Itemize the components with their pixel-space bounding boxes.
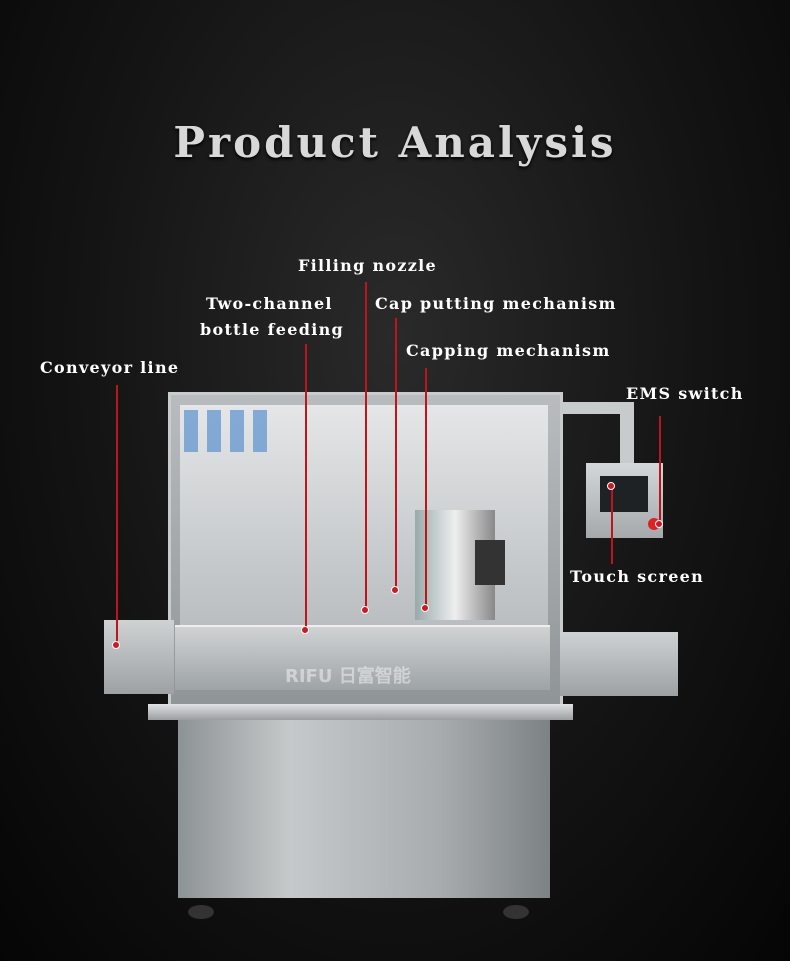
label-two-channel-line2: bottle feeding	[200, 320, 344, 339]
label-two-channel-line1: Two-channel	[206, 294, 333, 313]
label-conveyor: Conveyor line	[40, 358, 180, 377]
machine-deck	[175, 625, 550, 690]
dot-conveyor	[112, 641, 120, 649]
leader-filling-nozzle	[365, 282, 367, 610]
leader-ems	[659, 416, 661, 524]
logo-watermark: RIFU 日富智能	[285, 666, 411, 687]
machine-base	[178, 720, 550, 898]
label-cap-putting: Cap putting mechanism	[375, 294, 617, 313]
foot-left	[188, 905, 214, 919]
touch-screen-panel	[600, 476, 648, 512]
label-capping: Capping mechanism	[406, 341, 611, 360]
label-ems-switch: EMS switch	[626, 384, 744, 403]
control-arm-vertical	[620, 402, 634, 466]
dot-two-channel	[301, 626, 309, 634]
dot-ems	[655, 520, 663, 528]
label-filling-nozzle: Filling nozzle	[298, 256, 437, 275]
table-top	[148, 704, 573, 720]
leader-two-channel	[305, 344, 307, 630]
conveyor-right	[560, 632, 678, 696]
leader-conveyor	[116, 385, 118, 645]
page-title: Product Analysis	[173, 118, 617, 167]
dot-capping	[421, 604, 429, 612]
conveyor-left	[104, 620, 174, 694]
foot-right	[503, 905, 529, 919]
control-arm	[560, 402, 630, 414]
safety-icons	[184, 410, 274, 452]
dot-cap-putting	[391, 586, 399, 594]
leader-touch-screen	[611, 486, 613, 564]
leader-capping	[425, 368, 427, 608]
label-touch-screen: Touch screen	[570, 567, 705, 586]
dot-touch-screen	[607, 482, 615, 490]
leader-cap-putting	[395, 318, 397, 590]
dot-filling-nozzle	[361, 606, 369, 614]
capping-motor	[475, 540, 505, 585]
